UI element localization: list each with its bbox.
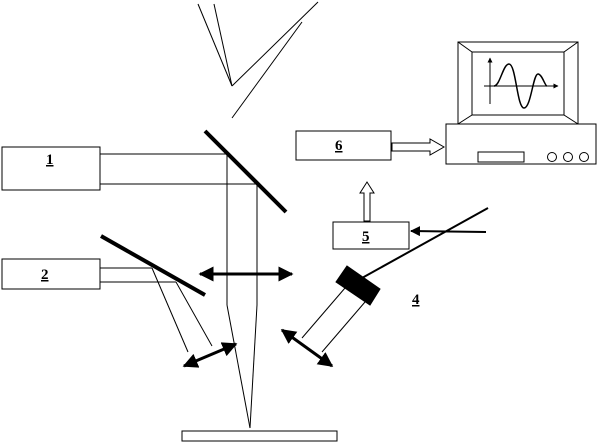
- sample-plate: [181, 430, 338, 442]
- block-6: 6: [295, 130, 392, 161]
- block-2-label: 2: [41, 267, 49, 283]
- block-5: 5: [332, 221, 410, 250]
- beam-2: [100, 267, 213, 353]
- beam-1: [100, 153, 257, 185]
- detector-4: 4: [301, 207, 489, 353]
- block-6-label: 6: [335, 138, 343, 154]
- hollow-arrow-6-to-computer: [391, 138, 446, 156]
- lower-left-double-arrow: [182, 342, 238, 368]
- block-1: 1: [1, 146, 101, 191]
- block-4-label: 4: [412, 292, 420, 308]
- vertical-beam: [226, 154, 258, 429]
- oscillation-waveform-icon: [484, 57, 559, 109]
- input-arrow-5: [410, 226, 487, 237]
- upper-mirror: [203, 129, 288, 214]
- computer-monitor-icon: [445, 41, 597, 165]
- block-1-label: 1: [46, 152, 54, 168]
- block-2: 2: [1, 258, 101, 290]
- block-5-label: 5: [362, 229, 370, 245]
- hollow-arrow-5-to-6: [359, 181, 375, 222]
- lower-mirror: [100, 234, 206, 297]
- detector-double-arrow: [280, 328, 334, 368]
- top-reflected-rays: [197, 1, 319, 119]
